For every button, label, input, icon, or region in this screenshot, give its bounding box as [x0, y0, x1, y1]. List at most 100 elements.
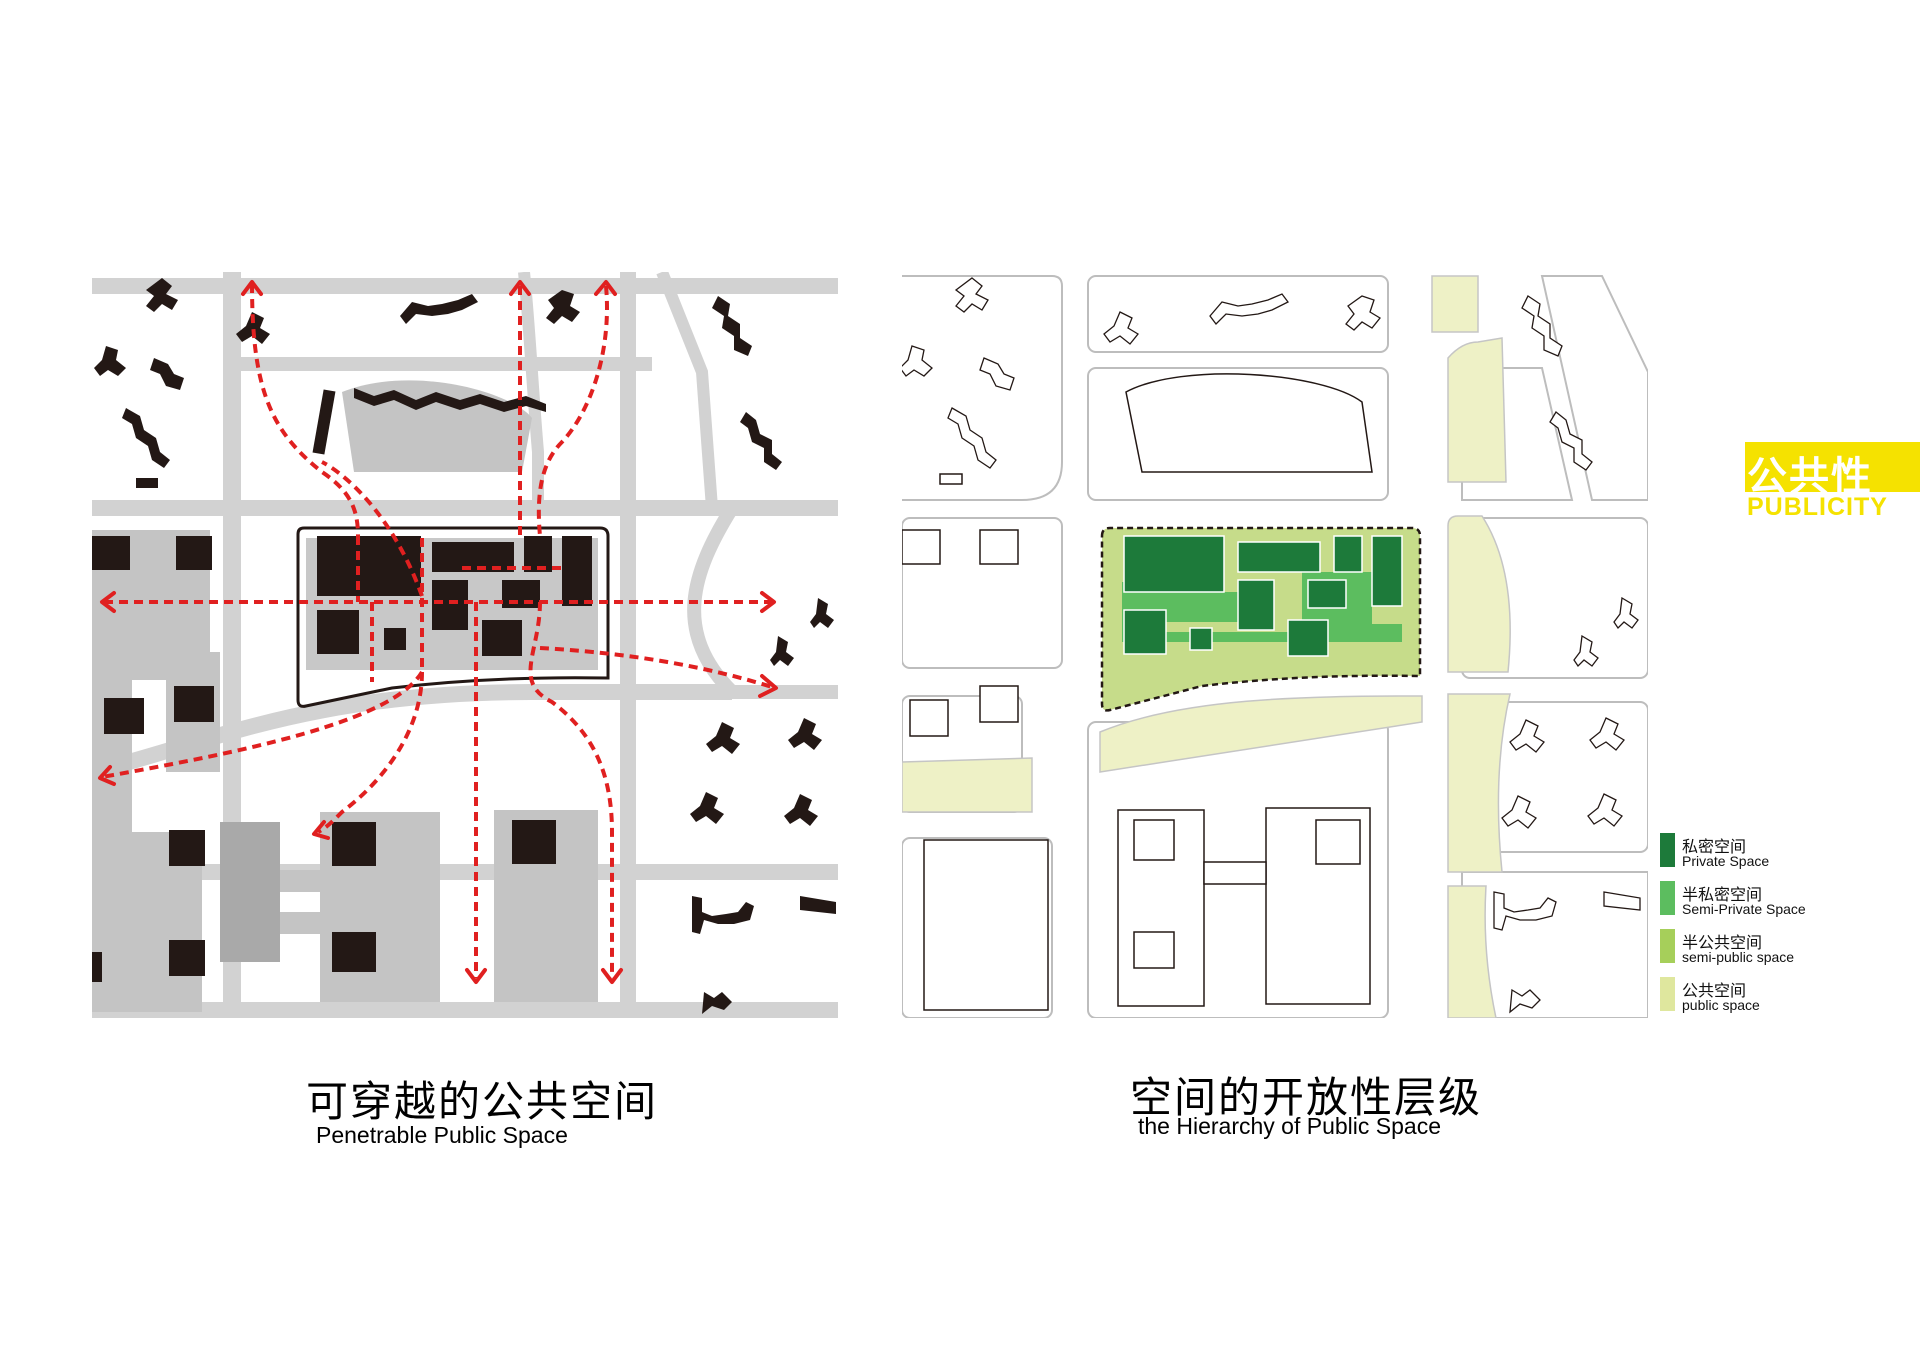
- outline-block-w: [902, 517, 1063, 669]
- arrow-se: [601, 968, 623, 984]
- legend-label-en: semi-public space: [1682, 949, 1795, 965]
- residential-clusters: [94, 278, 836, 1014]
- outline-link: [1203, 861, 1267, 885]
- res-outline-2: [1103, 311, 1139, 345]
- legend-label-en: public space: [1682, 997, 1760, 1013]
- legend-label-zh: 公共空间: [1682, 981, 1747, 1000]
- building-stadium-ring: [354, 388, 546, 412]
- building-north: [432, 542, 514, 572]
- res-outline-15: [1587, 793, 1623, 827]
- building-s2: [332, 932, 376, 972]
- semi-private-zone-2: [1152, 592, 1252, 622]
- legend-label-en: Semi-Private Space: [1682, 901, 1806, 917]
- building-center-2: [502, 580, 540, 608]
- outline-building-w2: [979, 529, 1019, 565]
- legend-label-zh: 半公共空间: [1682, 933, 1763, 952]
- outline-building-w3: [909, 699, 949, 737]
- building-sw1: [169, 830, 205, 866]
- cluster-14: [690, 792, 724, 824]
- building-slab: [312, 389, 336, 455]
- cluster-17: [800, 896, 836, 914]
- cluster-7: [546, 290, 580, 324]
- cluster-1: [146, 278, 178, 312]
- link-bridge-1: [280, 870, 340, 892]
- left-map: [92, 272, 838, 1018]
- public-strip-1: [1431, 275, 1479, 333]
- legend-swatch-semi-public: [1660, 929, 1675, 963]
- arrow-s1: [312, 820, 330, 840]
- penetrable-paths: [101, 283, 773, 978]
- residential-outlines: [902, 277, 1641, 1014]
- res-outline-3: [902, 345, 933, 377]
- building-south: [482, 620, 522, 656]
- hierarchy-diagram: [902, 272, 1648, 1018]
- arrow-s: [465, 968, 487, 984]
- public-space-areas: [902, 275, 1511, 1018]
- public-strip-west: [902, 757, 1033, 813]
- legend-swatch-private: [1660, 833, 1675, 867]
- path-center-nw: [321, 460, 424, 597]
- private-center-2: [1307, 579, 1347, 609]
- building-w4: [174, 686, 214, 722]
- cluster-9: [740, 412, 782, 470]
- res-outline-9: [1549, 411, 1593, 471]
- private-center: [1237, 579, 1275, 631]
- public-strip-4: [1447, 693, 1511, 873]
- right-map: [902, 275, 1648, 1018]
- private-north: [1237, 541, 1321, 573]
- outline-s2-tower: [1133, 931, 1175, 969]
- right-title-en: the Hierarchy of Public Space: [1138, 1113, 1441, 1139]
- building-s3: [512, 820, 556, 864]
- buildings: [92, 388, 592, 982]
- cluster-6: [400, 294, 478, 324]
- outline-block-ne: [1461, 367, 1574, 501]
- arrow-ne: [594, 280, 617, 296]
- cluster-16: [692, 896, 754, 934]
- legend-swatch-public: [1660, 977, 1675, 1011]
- private-east: [1371, 535, 1403, 607]
- res-outline-7: [1345, 295, 1381, 331]
- road-curve-main: [92, 684, 732, 780]
- private-north-2: [1333, 535, 1363, 573]
- penetrable-space-diagram: [92, 272, 838, 1018]
- legend-label-en: Private Space: [1682, 853, 1770, 869]
- left-title-en: Penetrable Public Space: [316, 1122, 568, 1148]
- cluster-10: [810, 598, 834, 628]
- building-nw-small: [136, 478, 158, 488]
- cluster-15: [784, 794, 818, 826]
- outline-small: [939, 473, 963, 485]
- outline-block-n: [1087, 275, 1389, 353]
- block-south-mid: [220, 822, 280, 962]
- building-sw: [317, 610, 359, 654]
- publicity-tag-zh: 公共性: [1747, 454, 1873, 500]
- building-w2: [176, 536, 212, 570]
- path-arrowheads: [98, 280, 778, 984]
- res-outline-6: [1209, 293, 1289, 325]
- public-strip-south: [1099, 695, 1423, 773]
- legend-swatch-semi-private: [1660, 881, 1675, 915]
- legend: 私密空间 Private Space 半私密空间 Semi-Private Sp…: [1660, 833, 1890, 1025]
- building-s1: [332, 822, 376, 866]
- path-east-2: [539, 646, 773, 689]
- publicity-tag-en: PUBLICITY: [1747, 493, 1888, 521]
- public-strip-5: [1447, 885, 1497, 1018]
- private-buildings: [1123, 535, 1403, 657]
- path-ne: [536, 285, 609, 537]
- res-outline-8: [1521, 295, 1563, 357]
- res-outline-5: [947, 407, 997, 469]
- cluster-12: [706, 722, 740, 754]
- outline-building-w4: [979, 685, 1019, 723]
- path-internal: [356, 536, 562, 682]
- res-outline-1: [954, 277, 989, 313]
- path-nw: [250, 283, 360, 537]
- outline-stadium: [1125, 373, 1373, 473]
- legend-item-private: 私密空间 Private Space: [1660, 833, 1890, 880]
- public-strip-2: [1447, 337, 1507, 483]
- building-large: [317, 536, 421, 596]
- arrow-nw: [241, 280, 263, 296]
- building-center: [432, 580, 468, 630]
- path-s1: [317, 671, 424, 834]
- outlined-buildings: [902, 373, 1373, 1011]
- cluster-4: [150, 358, 184, 390]
- cluster-11: [770, 636, 794, 666]
